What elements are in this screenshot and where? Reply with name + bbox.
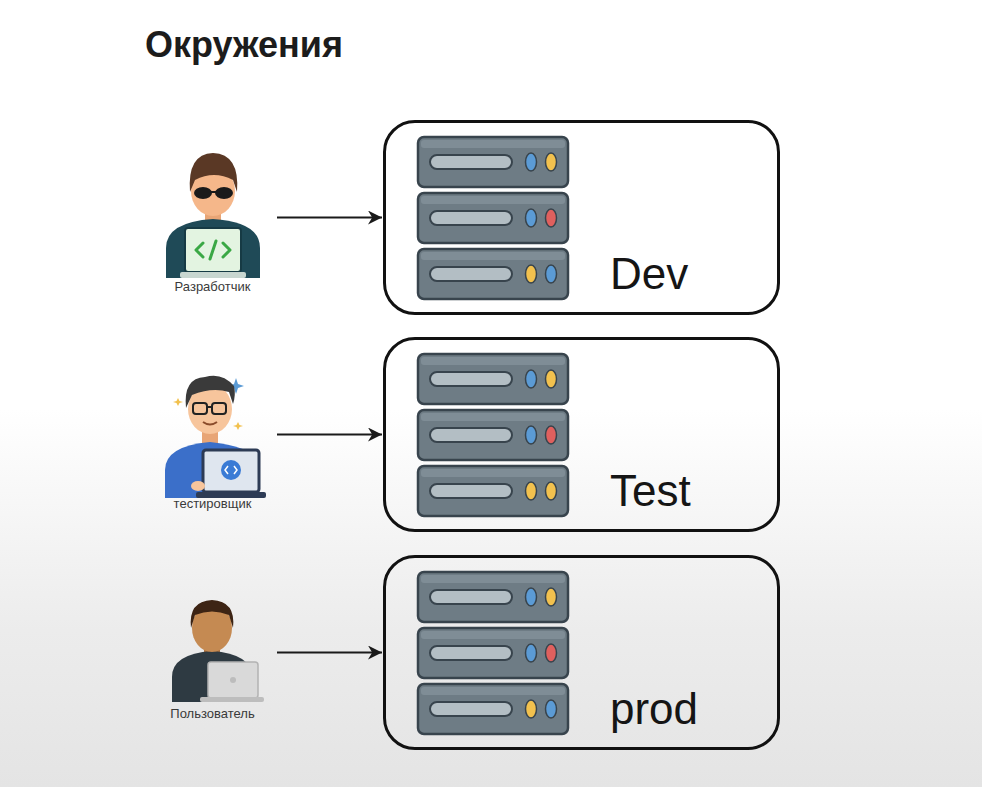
role-caption: Пользователь [170, 706, 254, 722]
server-rack [418, 137, 568, 299]
arrow-connector [277, 217, 382, 219]
tester-icon [165, 376, 266, 498]
server-rack [418, 354, 568, 516]
user-icon [172, 600, 264, 702]
role-figure: Разработчик [150, 150, 275, 298]
role-caption: Разработчик [175, 279, 251, 295]
developer-icon [166, 153, 260, 278]
role-caption: тестировщик [174, 496, 252, 512]
environment-box: Test [383, 337, 780, 532]
environment-box: Dev [383, 120, 780, 315]
environment-name: Dev [610, 250, 688, 298]
arrow-connector [277, 652, 382, 654]
role-figure: Пользователь [150, 595, 275, 725]
environment-box: prod [383, 555, 780, 750]
server-rack [418, 572, 568, 734]
environment-name: prod [610, 685, 698, 733]
arrow-connector [277, 434, 382, 436]
role-figure: тестировщик [150, 370, 275, 515]
environment-name: Test [610, 467, 691, 515]
diagram-title: Окружения [145, 24, 982, 66]
